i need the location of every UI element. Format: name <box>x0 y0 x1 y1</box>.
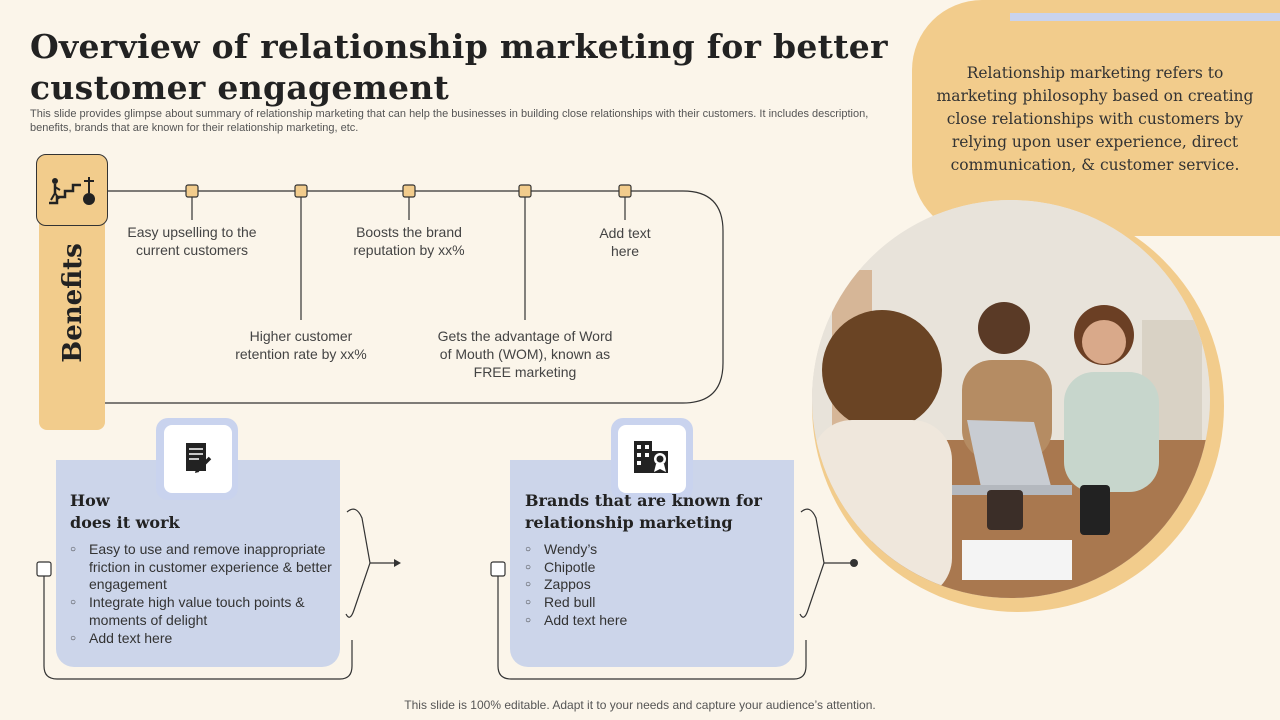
benefit-item: Add text here <box>599 225 651 259</box>
brands-title-line2: relationship marketing <box>525 513 733 532</box>
how-it-works-list: Easy to use and remove inappropriate fri… <box>70 541 332 647</box>
benefits-bar <box>39 210 105 430</box>
list-item: Zappos <box>525 576 787 594</box>
buildings-badge-icon <box>634 441 668 473</box>
list-item: Wendy’s <box>525 541 787 559</box>
how-it-works-title-line1: How <box>70 491 110 510</box>
list-item: Add text here <box>70 630 332 648</box>
connector-lines <box>36 184 858 680</box>
decorative-bar <box>1010 13 1280 21</box>
document-pen-icon <box>186 443 212 473</box>
page-subtitle: This slide provides glimpse about summar… <box>30 108 869 134</box>
brands-title: Brands that are known for relationship m… <box>525 490 790 534</box>
brands-icon-box <box>618 425 686 493</box>
page-title: Overview of relationship marketing for b… <box>30 27 888 107</box>
brands-list: Wendy’s Chipotle Zappos Red bull Add tex… <box>525 541 787 630</box>
list-item: Easy to use and remove inappropriate fri… <box>70 541 332 594</box>
benefit-item: Boosts the brand reputation by xx% <box>353 224 465 258</box>
list-item: Chipotle <box>525 559 787 577</box>
footer-note: This slide is 100% editable. Adapt it to… <box>404 698 876 712</box>
list-item: Red bull <box>525 594 787 612</box>
benefits-icon-box <box>36 154 108 226</box>
how-it-works-title-line2: does it work <box>70 513 180 532</box>
brands-title-line1: Brands that are known for <box>525 491 762 510</box>
how-it-works-title: How does it work <box>70 490 330 534</box>
definition-text: Relationship marketing refers to marketi… <box>936 64 1254 174</box>
benefit-item: Easy upselling to the current customers <box>127 224 257 258</box>
stairs-target-icon <box>49 177 95 205</box>
how-it-works-icon-box <box>164 425 232 493</box>
definition-panel <box>912 0 1280 236</box>
benefit-item: Gets the advantage of Word of Mouth (WOM… <box>437 328 613 380</box>
list-item: Add text here <box>525 612 787 630</box>
benefit-item: Higher customer retention rate by xx% <box>235 328 367 362</box>
list-item: Integrate high value touch points & mome… <box>70 594 332 629</box>
